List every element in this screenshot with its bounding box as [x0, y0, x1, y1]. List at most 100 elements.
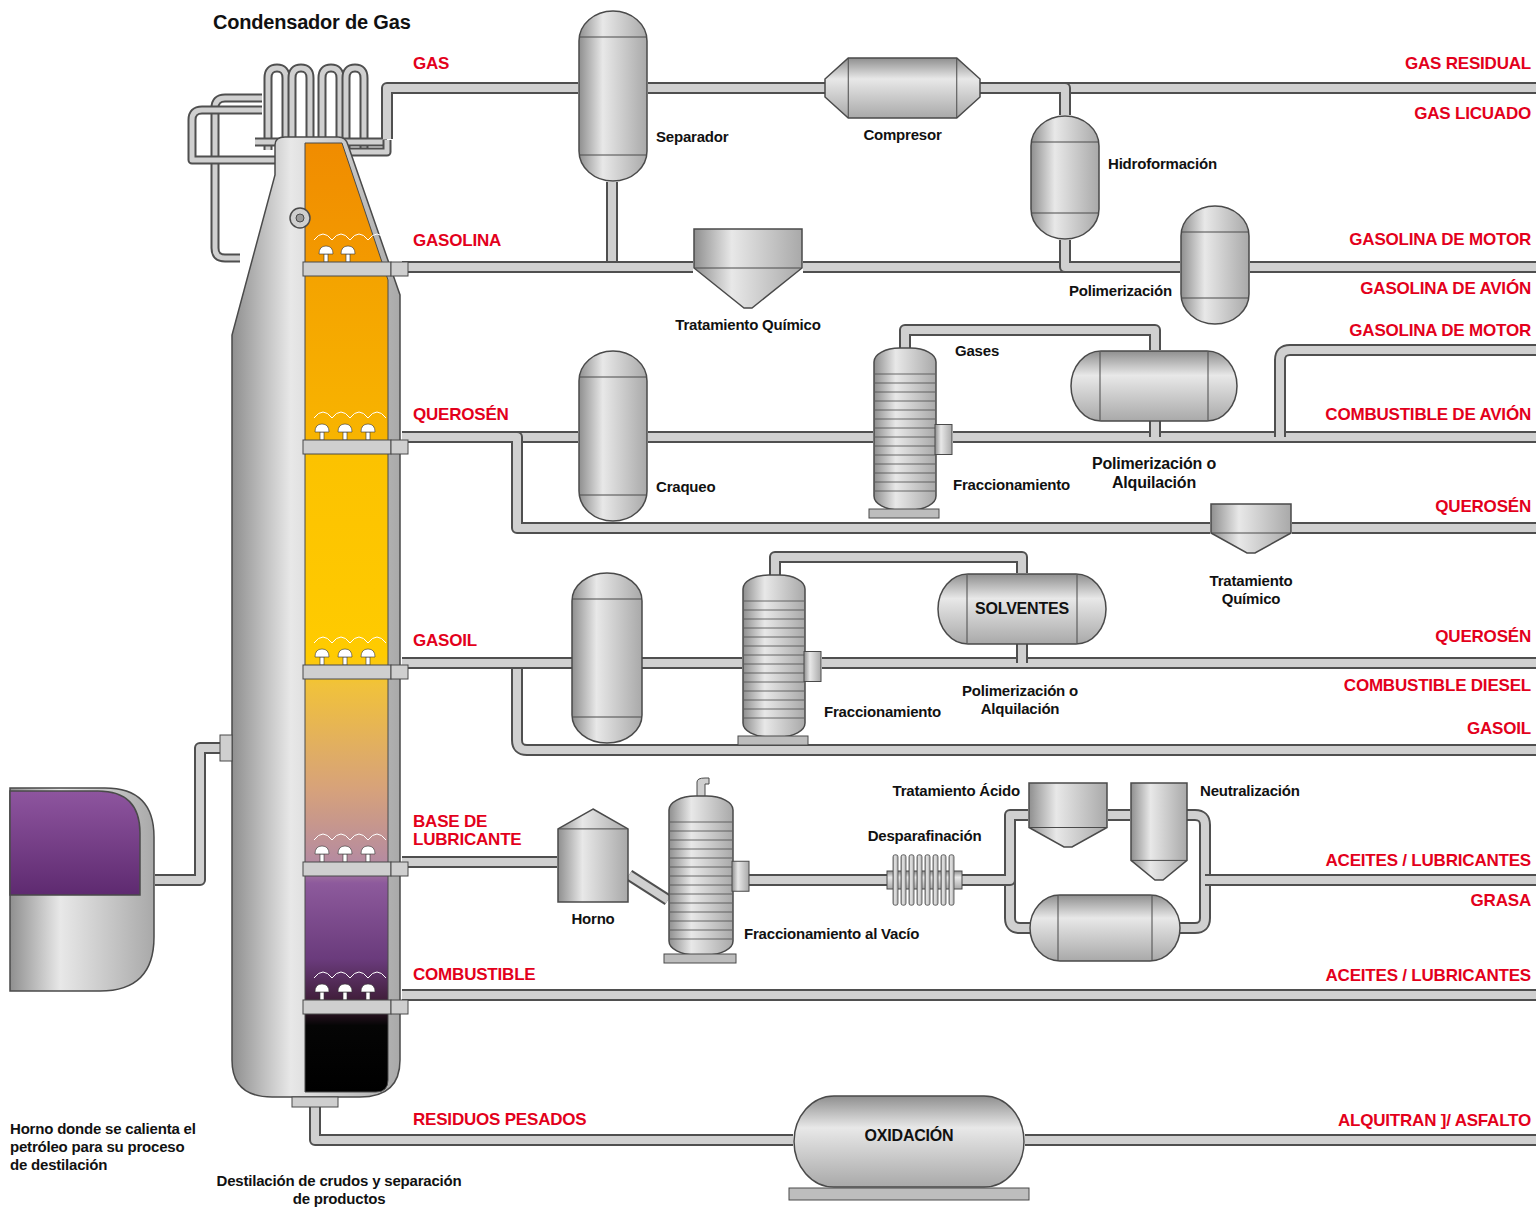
gasoil-vessel — [572, 599, 642, 600]
pipe-connector — [775, 557, 1022, 575]
pipe-core — [1108, 811, 1130, 819]
column-tray — [744, 610, 804, 611]
process-unit: Tratamiento Químico — [1210, 503, 1292, 553]
pipe-core — [775, 557, 1022, 575]
unit-label: Desparafinación — [868, 827, 982, 845]
vapour-cloud — [314, 834, 386, 840]
bubble-cap-stem — [320, 992, 324, 1000]
vessel-body — [1031, 116, 1099, 239]
unit-shape — [1030, 115, 1100, 240]
process-unit: Hidroformación — [1030, 115, 1100, 240]
column-tray — [744, 646, 804, 647]
column-tray — [670, 903, 732, 904]
pipe-core — [748, 876, 887, 884]
tray-plate — [303, 862, 391, 876]
unit-label: Tratamiento Ácido — [893, 782, 1020, 800]
bubble-cap — [361, 424, 375, 432]
column-tray — [875, 482, 935, 483]
pipe-core — [905, 330, 1155, 350]
treatment-tank — [1029, 783, 1107, 847]
pipe-outline — [387, 88, 578, 139]
gasoil-vessel — [572, 717, 642, 718]
feed-nozzle — [220, 735, 232, 761]
vapour-cloud — [314, 412, 386, 418]
product-pipes — [1018, 643, 1026, 663]
process-unit: Horno donde se calienta el petróleo para… — [10, 787, 155, 992]
bubble-cap-stem — [366, 657, 370, 665]
pipe-outline — [155, 748, 230, 880]
stream-label: ACEITES / LUBRICANTES — [1326, 967, 1531, 985]
column-tray — [744, 619, 804, 620]
coil-fin — [933, 855, 938, 905]
tray-nozzle — [391, 665, 408, 679]
coil-fin — [949, 855, 954, 905]
compressor-body — [825, 58, 980, 118]
unit-label: Horno — [571, 910, 614, 928]
pipe-connector — [748, 880, 887, 881]
unit-label: Destilación de crudos y separación de pr… — [208, 1172, 470, 1208]
pipe-core — [387, 88, 578, 139]
stream-label: GAS LICUADO — [1414, 105, 1531, 123]
oxidation-base — [789, 1188, 1029, 1200]
process-unit: SOLVENTES — [937, 573, 1107, 645]
unit-shape — [230, 135, 402, 1095]
column-cutaway — [305, 143, 388, 1092]
pipe-connector — [629, 875, 668, 900]
bubble-cap — [338, 649, 352, 657]
product-pipes — [1025, 1134, 1536, 1146]
tank-seam — [1131, 860, 1187, 861]
tank-seam — [694, 268, 802, 269]
column-tray — [670, 858, 732, 859]
column-tray — [875, 383, 935, 384]
unit-label: Polimerización — [1069, 282, 1172, 300]
column-tray — [875, 446, 935, 447]
bubble-cap — [338, 984, 352, 992]
unit-label: Fraccionamiento al Vacío — [744, 925, 919, 943]
product-pipes — [822, 657, 1536, 669]
stream-label: GAS — [413, 55, 449, 73]
note-label: Gases — [955, 342, 999, 360]
unit-shape — [825, 58, 980, 118]
pipe-outline — [980, 88, 1065, 115]
unit-shape — [578, 10, 648, 182]
column-tray — [670, 849, 732, 850]
pipe-outline — [648, 82, 825, 94]
pipe-outline — [402, 437, 1210, 528]
unit-shape — [1210, 503, 1292, 553]
column-base — [664, 954, 736, 963]
furnace-housing — [10, 788, 154, 991]
unit-shape — [887, 850, 962, 910]
bubble-cap-stem — [324, 254, 328, 262]
column-tray — [875, 374, 935, 375]
pipe-connector — [155, 748, 230, 880]
unit-label: Tratamiento Químico — [675, 316, 820, 334]
vessel-body — [579, 11, 647, 181]
column-tray — [744, 700, 804, 701]
compressor-seam — [848, 58, 849, 118]
pipe-outline — [612, 182, 693, 267]
column-tray — [670, 921, 732, 922]
pipe-core — [962, 815, 1028, 880]
product-pipes — [517, 663, 1536, 750]
column-body — [874, 348, 936, 510]
bubble-cap — [361, 984, 375, 992]
bubble-cap — [361, 846, 375, 854]
unit-label: SOLVENTES — [975, 599, 1069, 618]
column-outlet — [292, 1097, 338, 1107]
stream-label: ACEITES / LUBRICANTES — [1326, 852, 1531, 870]
stream-label: GAS RESIDUAL — [1405, 55, 1531, 73]
stream-label: BASE DE LUBRICANTE — [413, 813, 553, 849]
vessel-seam — [1181, 298, 1249, 299]
column-tray — [670, 876, 732, 877]
stream-label: QUEROSÉN — [1435, 498, 1531, 516]
process-unit: Tratamiento Ácido — [1028, 782, 1108, 847]
stream-label: GASOIL — [1467, 720, 1531, 738]
product-pipes — [1205, 874, 1536, 886]
pipe-outline — [962, 815, 1028, 880]
product-pipes — [1280, 350, 1536, 437]
product-pipes — [1205, 876, 1536, 884]
tray-nozzle — [391, 862, 408, 876]
product-pipes — [402, 989, 1536, 1001]
